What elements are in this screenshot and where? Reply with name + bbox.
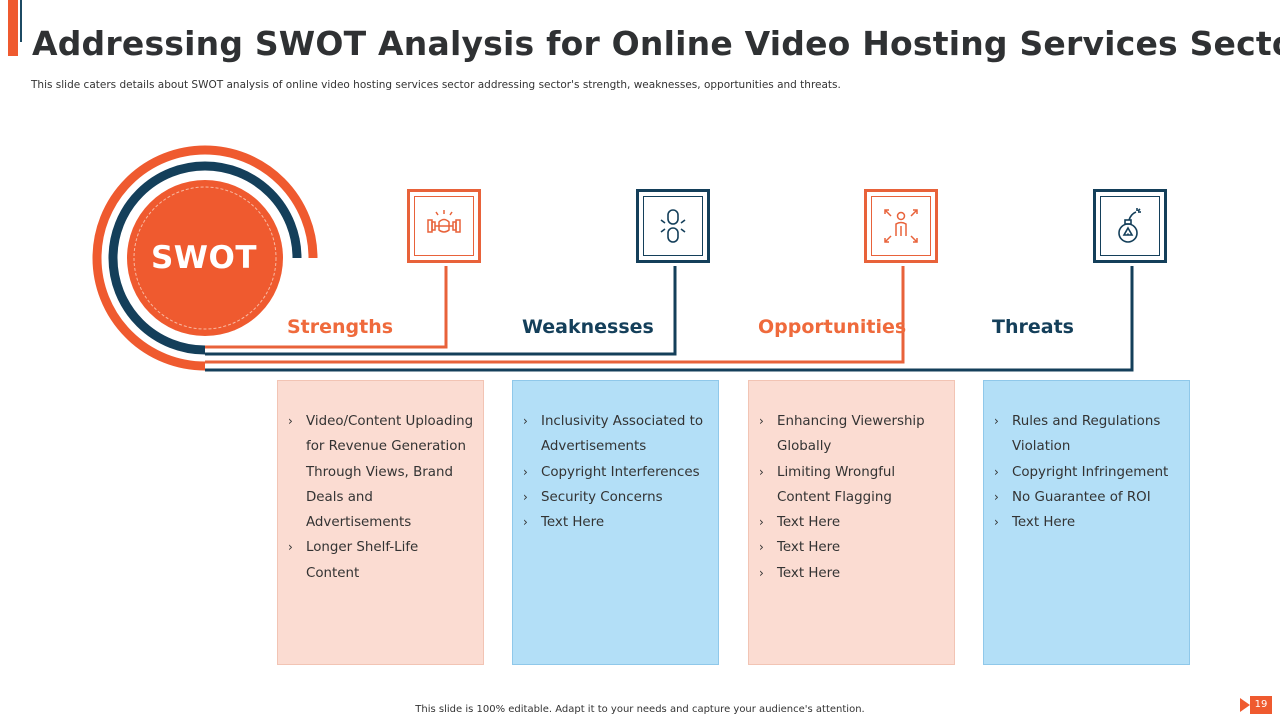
strengths-icon-box xyxy=(407,189,481,263)
page-number: 19 xyxy=(1250,696,1272,714)
bomb-warning-icon xyxy=(1118,208,1141,243)
list-item: ›Inclusivity Associated to Advertisement… xyxy=(521,409,710,460)
swot-circle-dashed-ring xyxy=(133,186,277,330)
inner-navy-arc xyxy=(108,161,302,355)
weaknesses-list: ›Inclusivity Associated to Advertisement… xyxy=(521,409,710,535)
list-item: ›Text Here xyxy=(757,535,946,560)
outer-orange-arc xyxy=(92,145,318,371)
list-item: ›Text Here xyxy=(757,561,946,586)
chevron-right-icon: › xyxy=(759,515,764,530)
chevron-right-icon: › xyxy=(994,414,999,428)
list-item: ›Rules and Regulations Violation xyxy=(992,409,1181,460)
label-threats: Threats xyxy=(992,316,1074,338)
footer-note: This slide is 100% editable. Adapt it to… xyxy=(415,704,865,715)
page-tag-arrow-icon xyxy=(1240,698,1250,712)
chevron-right-icon: › xyxy=(288,414,293,428)
chevron-right-icon: › xyxy=(994,515,999,530)
chevron-right-icon: › xyxy=(994,464,999,479)
label-weaknesses: Weaknesses xyxy=(522,316,654,338)
list-item: ›Text Here xyxy=(757,510,946,535)
card-weaknesses: ›Inclusivity Associated to Advertisement… xyxy=(512,380,719,665)
list-item: ›Text Here xyxy=(992,510,1181,535)
page-number-badge: 19 xyxy=(1240,696,1272,714)
threats-icon-box xyxy=(1093,189,1167,263)
chevron-right-icon: › xyxy=(759,414,764,428)
opportunities-icon-box xyxy=(864,189,938,263)
title-accent-bar xyxy=(8,0,18,56)
list-item: ›Longer Shelf-Life Content xyxy=(286,535,475,586)
chevron-right-icon: › xyxy=(288,540,293,555)
list-item: ›Copyright Infringement xyxy=(992,460,1181,485)
list-item: ›Limiting Wrongful Content Flagging xyxy=(757,460,946,511)
list-item: ›Security Concerns xyxy=(521,485,710,510)
connector-opportunities xyxy=(205,266,905,364)
title-accent-line xyxy=(20,0,22,42)
label-strengths: Strengths xyxy=(287,316,394,338)
broken-chain-icon xyxy=(660,209,686,243)
strengths-list: ›Video/Content Uploading for Revenue Gen… xyxy=(286,409,475,586)
swot-center-label: SWOT xyxy=(150,240,258,276)
list-item: ›No Guarantee of ROI xyxy=(992,485,1181,510)
chevron-right-icon: › xyxy=(994,489,999,504)
connector-threats xyxy=(205,266,1134,372)
page-title: Addressing SWOT Analysis for Online Vide… xyxy=(32,24,1280,63)
chevron-right-icon: › xyxy=(523,464,528,479)
connector-strengths xyxy=(205,266,448,349)
chevron-right-icon: › xyxy=(759,540,764,555)
list-item: ›Video/Content Uploading for Revenue Gen… xyxy=(286,409,475,535)
label-opportunities: Opportunities xyxy=(758,316,907,338)
page-subtitle: This slide caters details about SWOT ana… xyxy=(31,79,841,91)
card-threats: ›Rules and Regulations Violation ›Copyri… xyxy=(983,380,1190,665)
person-expand-icon xyxy=(884,209,918,243)
strength-dumbbell-icon xyxy=(427,210,461,233)
threats-list: ›Rules and Regulations Violation ›Copyri… xyxy=(992,409,1181,535)
list-item: ›Enhancing Viewership Globally xyxy=(757,409,946,460)
chevron-right-icon: › xyxy=(523,414,528,428)
list-item: ›Text Here xyxy=(521,510,710,535)
connector-weaknesses xyxy=(205,266,677,356)
swot-circle xyxy=(127,180,283,336)
chevron-right-icon: › xyxy=(759,464,764,479)
opportunities-list: ›Enhancing Viewership Globally ›Limiting… xyxy=(757,409,946,586)
chevron-right-icon: › xyxy=(759,565,764,580)
weaknesses-icon-box xyxy=(636,189,710,263)
chevron-right-icon: › xyxy=(523,515,528,530)
list-item: ›Copyright Interferences xyxy=(521,460,710,485)
card-opportunities: ›Enhancing Viewership Globally ›Limiting… xyxy=(748,380,955,665)
chevron-right-icon: › xyxy=(523,489,528,504)
card-strengths: ›Video/Content Uploading for Revenue Gen… xyxy=(277,380,484,665)
